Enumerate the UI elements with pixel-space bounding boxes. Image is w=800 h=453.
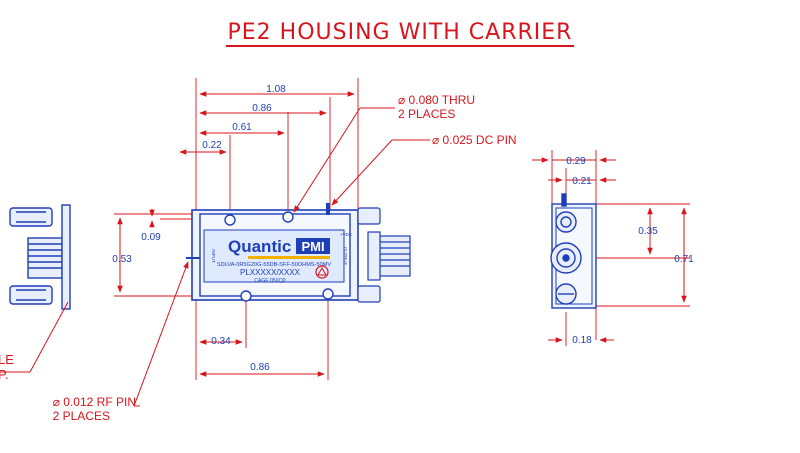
mount-hole-top-right xyxy=(282,211,294,223)
callout-thru-hole-1: ⌀ 0.080 THRU xyxy=(398,93,475,107)
label-output: OUTPUT xyxy=(343,247,348,266)
side-dim-071: 0.71 xyxy=(674,254,694,265)
side-top-screw xyxy=(555,211,577,233)
dim-height-053: 0.53 xyxy=(112,254,132,265)
label-input: INPUT xyxy=(211,249,216,263)
brand-pmi-box xyxy=(296,238,330,254)
brand-underline xyxy=(248,256,330,259)
left-screw-bottom xyxy=(9,285,53,305)
mount-hole-bottom-right xyxy=(322,288,334,300)
label-plx: PLXXXXX/XXXX xyxy=(240,268,301,277)
dim-width-034: 0.34 xyxy=(211,336,231,347)
drawing-title-text: PE2 HOUSING WITH CARRIER xyxy=(225,20,575,47)
mount-hole-top xyxy=(224,214,236,226)
left-clip-callout-2: P. xyxy=(0,367,9,382)
output-connector xyxy=(357,207,411,303)
left-connector-view xyxy=(9,204,71,310)
callout-dc-pin: ⌀ 0.025 DC PIN xyxy=(432,133,517,147)
brand-pmi: PMI xyxy=(301,239,324,254)
drawing-title: PE2 HOUSING WITH CARRIER xyxy=(0,20,800,47)
callout-rf-pin-1: ⌀ 0.012 RF PIN xyxy=(53,395,136,409)
left-screw-top xyxy=(9,207,53,227)
dim-width-086-bottom: 0.86 xyxy=(250,362,270,373)
label-part-number: SDLVA-0R5G20G-55DB-SFF-50OHMS-50MV xyxy=(217,262,331,268)
dim-width-086-top: 0.86 xyxy=(252,103,272,114)
callout-thru-hole-2: 2 PLACES xyxy=(398,107,455,121)
dim-overall-width: 1.08 xyxy=(266,84,286,95)
output-screw-bottom xyxy=(357,285,381,303)
output-screw-top xyxy=(357,207,381,225)
side-rf-pin xyxy=(562,254,570,262)
housing-side-view xyxy=(550,193,597,309)
dc-pin xyxy=(326,203,330,215)
mount-hole-bottom-left xyxy=(240,290,252,302)
label-cage: CAGE 05XQ0 xyxy=(254,278,285,284)
side-dc-pin xyxy=(561,193,567,207)
dim-height-009: 0.09 xyxy=(141,232,161,243)
callout-leaders xyxy=(133,107,430,407)
brand-quantic: Quantic xyxy=(228,237,291,256)
side-dimension-lines xyxy=(532,157,687,343)
center-extension-lines xyxy=(114,78,359,380)
side-dim-021: 0.21 xyxy=(572,176,592,187)
left-clip-callout-1: LE xyxy=(0,352,14,367)
dim-width-022: 0.22 xyxy=(202,140,222,151)
side-dim-035: 0.35 xyxy=(638,226,658,237)
label-vdc: +VDC xyxy=(340,232,353,237)
esd-symbol xyxy=(315,265,329,279)
output-flange xyxy=(367,231,381,281)
callout-rf-pin-2: 2 PLACES xyxy=(53,409,110,423)
side-dim-018: 0.18 xyxy=(572,335,592,346)
center-dimension-lines xyxy=(117,91,355,377)
dim-width-061: 0.61 xyxy=(232,122,252,133)
left-flange xyxy=(61,204,71,310)
side-dim-029: 0.29 xyxy=(566,156,586,167)
output-connector-body xyxy=(379,235,411,277)
